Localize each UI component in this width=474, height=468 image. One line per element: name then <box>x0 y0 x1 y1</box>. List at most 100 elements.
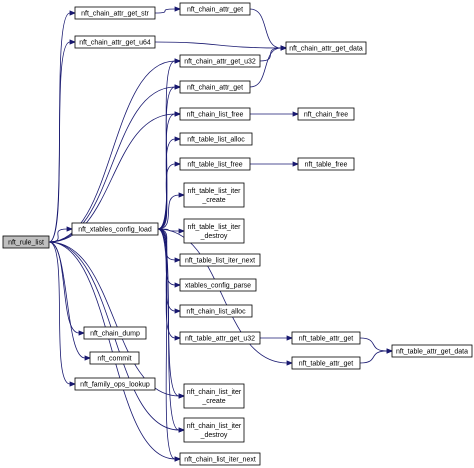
node-box <box>74 377 156 391</box>
edge-nft-rule-list-to-nft-family-ops-lookup <box>48 241 77 387</box>
edge-nft-xtables-config-load-to-nft-table-list-iter-next <box>157 228 182 263</box>
node-nft-chain-list-iter-destroy[interactable]: nft_chain_list_iter _destroy <box>183 417 245 443</box>
node-box <box>297 157 355 171</box>
node-label: nft_chain_attr_get_u32 <box>184 59 256 66</box>
node-box <box>183 383 245 409</box>
node-box <box>179 452 261 466</box>
node-label: nft_chain_list_alloc <box>186 309 246 316</box>
node-nft-chain-list-free[interactable]: nft_chain_list_free <box>179 107 251 121</box>
edge-nft-xtables-config-load-to-nft-table-attr-get-2 <box>157 228 294 366</box>
node-label: nft_table_attr_get_u32 <box>185 336 255 343</box>
node-nft-chain-free[interactable]: nft_chain_free <box>297 107 355 121</box>
edge-nft-rule-list-to-nft-commit <box>48 241 92 361</box>
node-label: nft_table_attr_get <box>299 361 354 368</box>
edge-nft-xtables-config-load-to-nft-chain-list-free <box>157 111 182 230</box>
node-box <box>71 222 159 236</box>
node-label: _destroy <box>200 233 228 240</box>
node-label: nft_chain_attr_get_str <box>81 11 149 18</box>
node-nft-chain-list-alloc[interactable]: nft_chain_list_alloc <box>179 304 253 318</box>
edge-nft-xtables-config-load-to-nft-chain-list-iter-next <box>157 228 182 462</box>
node-label: nft_rule_list <box>8 240 44 247</box>
node-box <box>179 107 251 121</box>
edge-nft-chain-attr-get-str-to-nft-chain-attr-get <box>154 6 182 14</box>
node-box <box>183 182 245 208</box>
node-label: nft_chain_attr_get <box>187 7 243 14</box>
node-label: nft_table_list_iter_next <box>185 258 255 265</box>
node-label: nft_table_list_iter <box>188 188 242 195</box>
node-nft-table-list-free[interactable]: nft_table_list_free <box>179 157 251 171</box>
edge-nft-table-attr-get-u32-to-nft-table-attr-get <box>259 335 294 341</box>
node-label: nft_table_attr_get_data <box>396 349 468 356</box>
edge-nft-xtables-config-load-to-nft-chain-list-iter-destroy <box>157 228 186 433</box>
node-label: nft_table_list_alloc <box>187 137 245 144</box>
node-label: _create <box>201 197 225 204</box>
node-nft-table-list-iter-create[interactable]: nft_table_list_iter _create <box>183 182 245 208</box>
node-label: nft_chain_dump <box>90 331 140 338</box>
node-box <box>183 218 245 244</box>
node-nft-table-attr-get-data[interactable]: nft_table_attr_get_data <box>391 344 473 358</box>
node-nft-table-list-iter-destroy[interactable]: nft_table_list_iter _destroy <box>183 218 245 244</box>
node-box <box>179 2 251 16</box>
node-box <box>74 35 156 49</box>
edge-nft-xtables-config-load-to-nft-table-list-free <box>157 161 182 230</box>
node-box <box>391 344 473 358</box>
node-nft-chain-dump[interactable]: nft_chain_dump <box>83 326 147 340</box>
node-nft-table-attr-get[interactable]: nft_table_attr_get <box>291 331 361 345</box>
node-nft-rule-list[interactable]: nft_rule_list <box>2 235 50 249</box>
edge-nft-chain-list-free-to-nft-chain-free <box>250 111 300 117</box>
node-nft-chain-attr-get-data[interactable]: nft_chain_attr_get_data <box>285 41 367 55</box>
node-nft-chain-attr-get-2[interactable]: nft_chain_attr_get <box>179 80 251 94</box>
node-label: nft_chain_free <box>304 112 348 119</box>
node-box <box>179 253 261 267</box>
edge-nft-chain-attr-get-to-nft-chain-attr-get-data <box>249 8 288 51</box>
node-nft-table-list-iter-next[interactable]: nft_table_list_iter_next <box>179 253 261 267</box>
edge-nft-rule-list-to-nft-chain-list-iter-next <box>48 241 182 462</box>
node-nft-chain-list-iter-next[interactable]: nft_chain_list_iter_next <box>179 452 261 466</box>
node-nft-table-attr-get-2[interactable]: nft_table_attr_get <box>291 356 361 370</box>
node-nft-xtables-config-load[interactable]: nft_xtables_config_load <box>71 222 159 236</box>
edge-nft-xtables-config-load-to-nft-table-list-alloc <box>157 136 182 230</box>
node-box <box>179 132 253 146</box>
node-xtables-config-parse[interactable]: xtables_config_parse <box>179 278 257 292</box>
node-label: nft_table_list_iter <box>188 224 242 231</box>
node-label: nft_table_free <box>305 162 348 169</box>
edge-nft-rule-list-to-nft-chain-list-free <box>48 111 182 243</box>
node-nft-family-ops-lookup[interactable]: nft_family_ops_lookup <box>74 377 156 391</box>
node-label: _destroy <box>200 432 228 439</box>
node-nft-commit[interactable]: nft_commit <box>89 351 140 365</box>
node-box <box>183 417 245 443</box>
node-label: nft_chain_list_iter <box>187 389 242 396</box>
node-box <box>179 278 257 292</box>
node-label: nft_chain_attr_get_u64 <box>79 40 151 47</box>
node-label: nft_commit <box>97 356 131 363</box>
edge-nft-chain-attr-get-2-to-nft-chain-attr-get-data <box>249 45 288 88</box>
node-label: nft_table_list_free <box>187 162 242 169</box>
node-nft-table-list-alloc[interactable]: nft_table_list_alloc <box>179 132 253 146</box>
node-box <box>179 331 261 345</box>
node-label: nft_family_ops_lookup <box>80 382 150 389</box>
node-nft-table-free[interactable]: nft_table_free <box>297 157 355 171</box>
node-nft-chain-attr-get-u32[interactable]: nft_chain_attr_get_u32 <box>179 54 261 68</box>
edge-nft-xtables-config-load-to-nft-chain-list-alloc <box>157 228 182 314</box>
node-nft-chain-attr-get-u64[interactable]: nft_chain_attr_get_u64 <box>74 35 156 49</box>
node-label: nft_xtables_config_load <box>78 227 152 234</box>
node-nft-table-attr-get-u32[interactable]: nft_table_attr_get_u32 <box>179 331 261 345</box>
node-box <box>285 41 367 55</box>
node-nft-chain-attr-get-str[interactable]: nft_chain_attr_get_str <box>74 6 156 20</box>
node-label: xtables_config_parse <box>185 283 251 290</box>
edge-nft-rule-list-to-nft-chain-attr-get-str <box>48 10 77 243</box>
node-label: nft_table_attr_get <box>299 336 354 343</box>
node-box <box>179 80 251 94</box>
node-label: _create <box>201 398 225 405</box>
node-box <box>291 331 361 345</box>
edge-nft-rule-list-to-nft-xtables-config-load <box>48 226 74 243</box>
node-box <box>179 157 251 171</box>
node-nft-chain-list-iter-create[interactable]: nft_chain_list_iter _create <box>183 383 245 409</box>
node-box <box>291 356 361 370</box>
node-label: nft_chain_list_iter_next <box>184 457 256 464</box>
node-label: nft_chain_attr_get_data <box>289 46 363 53</box>
node-nft-chain-attr-get[interactable]: nft_chain_attr_get <box>179 2 251 16</box>
node-label: nft_chain_list_iter <box>187 423 242 430</box>
node-box <box>297 107 355 121</box>
